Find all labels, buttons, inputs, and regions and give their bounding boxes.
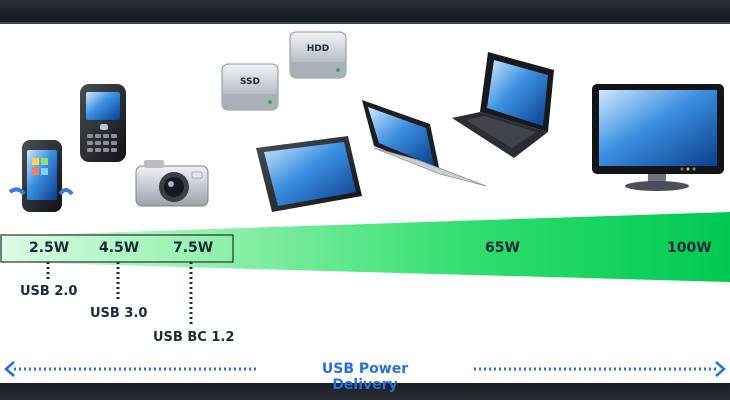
power-label-100w: 100W: [667, 240, 712, 256]
usbbc-label: USB BC 1.2: [153, 330, 235, 345]
ssd-icon: SSD: [221, 63, 279, 111]
usb20-label: USB 2.0: [20, 284, 78, 299]
pd-right-arrow: [474, 361, 726, 377]
tablet-icon: [256, 136, 362, 212]
power-label-2-5w: 2.5W: [29, 240, 70, 256]
top-band: [0, 0, 730, 22]
hdd-label: HDD: [307, 44, 329, 54]
monitor-icon: [592, 84, 724, 191]
ultrabook-icon: [362, 100, 487, 187]
pd-left-arrow: [4, 361, 258, 377]
power-label-7-5w: 7.5W: [173, 240, 214, 256]
laptop-icon: [452, 52, 554, 158]
smartphone-icon: [8, 140, 74, 212]
bottom-band: [0, 383, 730, 400]
hdd-icon: HDD: [289, 31, 347, 79]
blackberry-phone-icon: [80, 84, 126, 162]
power-label-4-5w: 4.5W: [99, 240, 140, 256]
camera-icon: [135, 160, 209, 207]
power-delivery-label: USB Power Delivery: [321, 361, 409, 393]
usb30-label: USB 3.0: [90, 306, 148, 321]
ssd-label: SSD: [240, 77, 260, 87]
slide-background: [0, 22, 730, 385]
power-wedge: [0, 212, 730, 282]
power-label-65w: 65W: [485, 240, 520, 256]
